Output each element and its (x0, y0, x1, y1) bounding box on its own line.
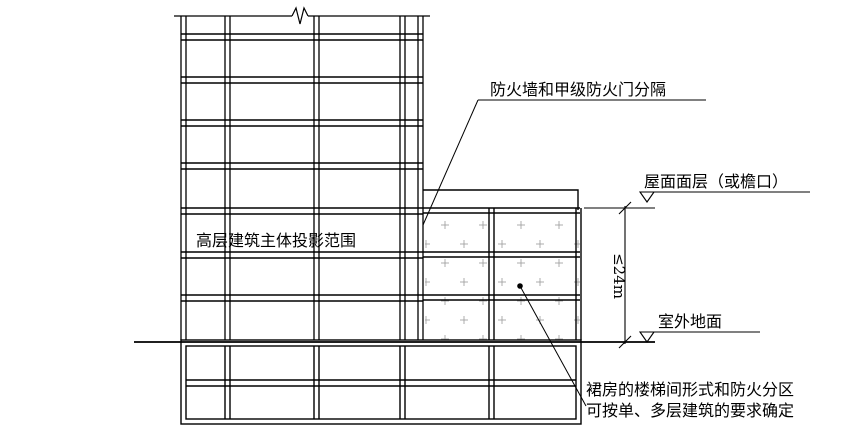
height-dimension (584, 201, 655, 349)
height-dimension-label: ≤24m (610, 253, 628, 299)
firewall-leader (422, 99, 706, 226)
break-line-symbol (174, 6, 430, 25)
podium-note-line2: 可按单、多层建筑的要求确定 (586, 401, 794, 420)
roof-level-label: 屋面面层（或檐口） (644, 172, 788, 191)
podium-structure (423, 189, 582, 340)
tower-floor-slabs (181, 33, 423, 302)
ground-level-mark (638, 331, 760, 343)
podium-note-leader (517, 283, 587, 407)
roof-level-mark (638, 191, 810, 203)
podium-note-line1: 裙房的楼梯间形式和防火分区 (586, 380, 794, 399)
ground-level-label: 室外地面 (658, 312, 722, 331)
firewall-label: 防火墙和甲级防火门分隔 (490, 80, 666, 99)
tower-projection-label: 高层建筑主体投影范围 (196, 231, 356, 250)
podium-hatched-area (425, 210, 580, 340)
tower-columns (180, 16, 424, 340)
basement-structure (180, 339, 582, 425)
